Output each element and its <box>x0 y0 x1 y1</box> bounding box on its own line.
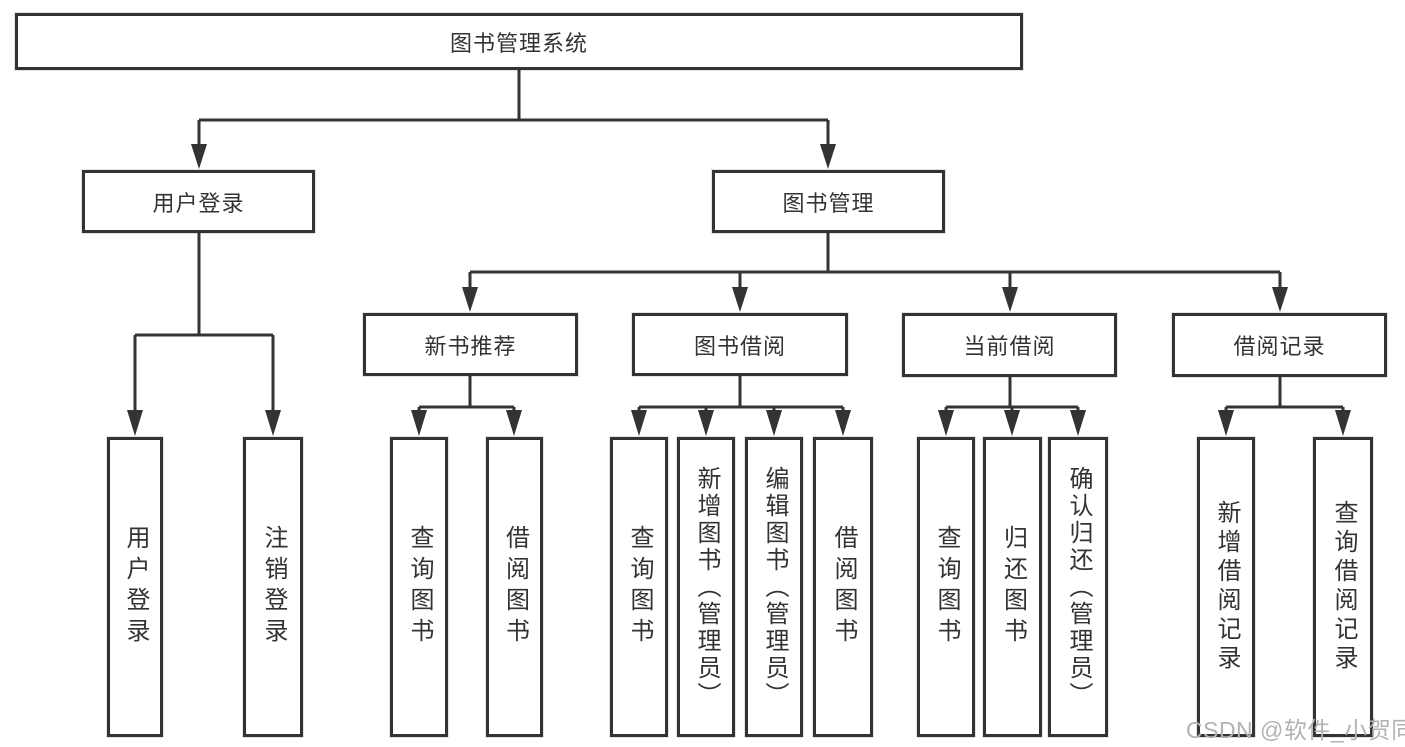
leaf-borrow-books: 借阅图书 <box>813 437 873 737</box>
arrow-leaf-edit-book <box>766 410 782 436</box>
watermark-text: CSDN @软件_小贺同学 <box>1186 717 1405 743</box>
arrow-leaf-query-1 <box>411 410 427 436</box>
leaf-add-borrow-record: 新增借阅记录 <box>1197 437 1255 737</box>
node-book-management-label: 图书管理 <box>782 190 875 216</box>
arrow-leaf-return-book <box>1004 410 1020 436</box>
leaf-query-borrow-record: 查询借阅记录 <box>1313 437 1373 737</box>
arrow-current-borrow <box>1002 287 1018 312</box>
node-borrow-records: 借阅记录 <box>1172 313 1387 377</box>
leaf-edit-book-admin: 编辑图书（管理员） <box>745 437 803 737</box>
leaf-logout: 注销登录 <box>243 437 303 737</box>
node-user-login-label: 用户登录 <box>152 190 245 216</box>
node-current-borrow: 当前借阅 <box>902 313 1117 377</box>
node-book-borrow: 图书借阅 <box>632 313 848 376</box>
leaf-borrow-books-recommend-label: 借阅图书 <box>501 525 529 649</box>
leaf-user-login-label: 用户登录 <box>122 525 149 649</box>
leaf-return-book: 归还图书 <box>983 437 1042 737</box>
arrow-new-book <box>462 287 478 312</box>
arrow-leaf-query-record <box>1335 410 1351 436</box>
leaf-borrow-books-recommend: 借阅图书 <box>486 437 543 737</box>
node-book-borrow-label: 图书借阅 <box>693 333 786 359</box>
leaf-add-book-admin-label: 新增图书（管理员） <box>693 465 720 709</box>
leaf-add-borrow-record-label: 新增借阅记录 <box>1213 500 1240 674</box>
arrow-leaf-confirm-return <box>1070 410 1086 436</box>
arrow-leaf-borrow-2 <box>835 410 851 436</box>
leaf-query-books-borrow: 查询图书 <box>610 437 668 737</box>
node-new-book-recommend-label: 新书推荐 <box>424 333 517 359</box>
arrow-leaf-user-login <box>127 410 143 436</box>
node-current-borrow-label: 当前借阅 <box>963 334 1056 359</box>
node-new-book-recommend: 新书推荐 <box>363 313 578 376</box>
leaf-query-books-borrow-label: 查询图书 <box>626 525 653 649</box>
leaf-query-books-recommend-label: 查询图书 <box>406 525 433 649</box>
arrow-book-borrow <box>732 287 748 312</box>
leaf-logout-label: 注销登录 <box>260 525 287 649</box>
arrowheads <box>127 144 1351 436</box>
node-root-label: 图书管理系统 <box>449 30 588 56</box>
leaf-confirm-return-admin-label: 确认归还（管理员） <box>1065 465 1092 709</box>
arrow-user-login <box>191 144 207 169</box>
arrow-leaf-query-3 <box>938 410 954 436</box>
leaf-borrow-books-label: 借阅图书 <box>830 525 857 649</box>
leaf-query-books-current: 查询图书 <box>917 437 975 737</box>
node-root: 图书管理系统 <box>15 13 1023 70</box>
arrow-leaf-query-2 <box>631 410 647 436</box>
leaf-confirm-return-admin: 确认归还（管理员） <box>1048 437 1108 737</box>
node-borrow-records-label: 借阅记录 <box>1233 334 1326 359</box>
leaf-query-books-current-label: 查询图书 <box>933 525 960 649</box>
leaf-query-borrow-record-label: 查询借阅记录 <box>1330 500 1357 674</box>
arrow-borrow-records <box>1272 287 1288 312</box>
arrow-leaf-add-record <box>1218 410 1234 436</box>
node-user-login: 用户登录 <box>82 170 315 233</box>
leaf-query-books-recommend: 查询图书 <box>390 437 448 737</box>
arrow-leaf-logout <box>265 410 281 436</box>
leaf-edit-book-admin-label: 编辑图书（管理员） <box>761 465 788 709</box>
arrow-book-management <box>820 144 836 169</box>
arrow-leaf-add-book <box>698 410 714 436</box>
node-book-management: 图书管理 <box>712 170 945 233</box>
leaf-return-book-label: 归还图书 <box>999 525 1027 649</box>
arrow-leaf-borrow-1 <box>506 410 522 436</box>
leaf-user-login: 用户登录 <box>107 437 163 737</box>
leaf-add-book-admin: 新增图书（管理员） <box>677 437 735 737</box>
